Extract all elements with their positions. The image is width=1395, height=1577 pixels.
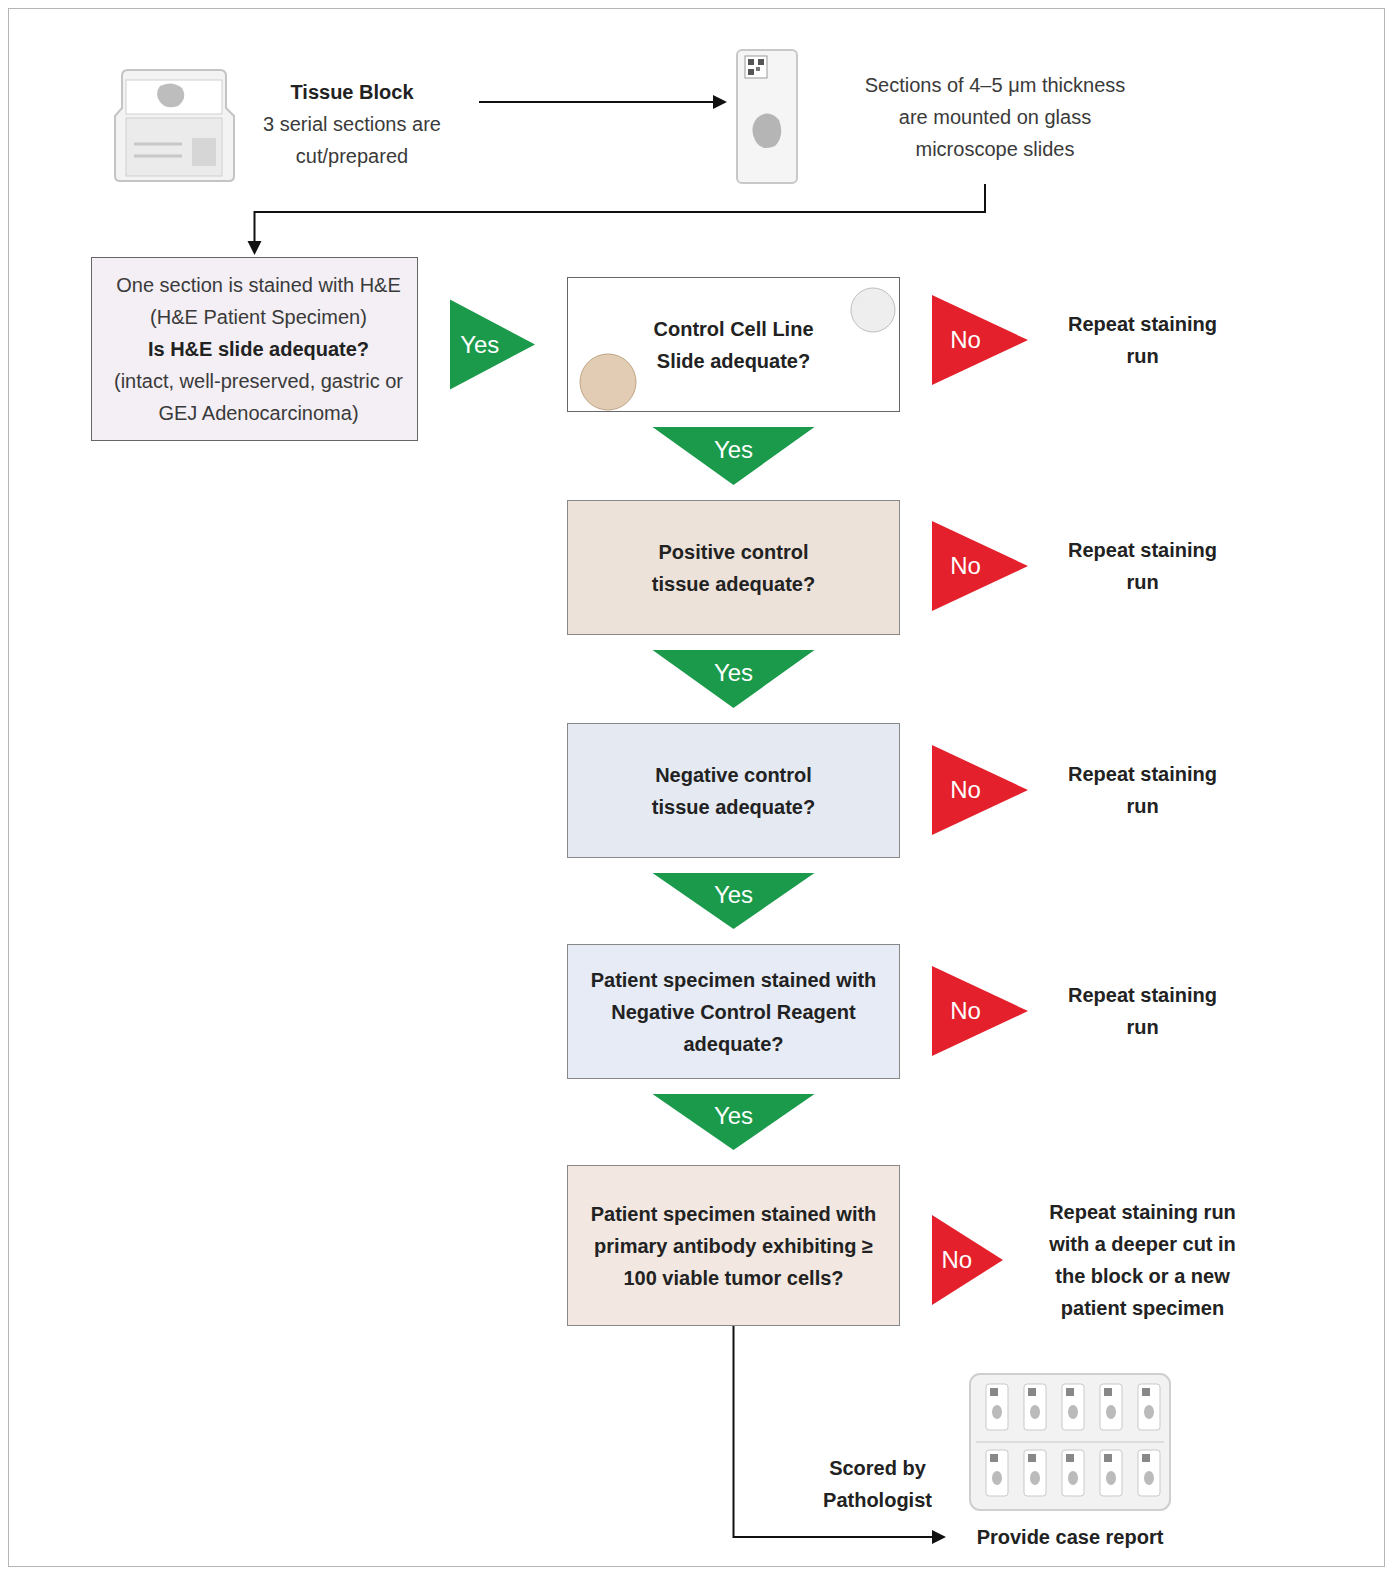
decision-box: Negative control tissue adequate? (567, 723, 900, 858)
decision-box: Patient specimen stained with Negative C… (567, 944, 900, 1079)
node-subtext: Is H&E slide adequate? (148, 333, 369, 365)
connector (653, 1094, 815, 1150)
connector (450, 300, 535, 390)
branch-label: Yes (460, 331, 499, 359)
step-label: Repeat staining run (1060, 971, 1225, 1051)
node-text: Control Cell Line Slide adequate? (634, 313, 834, 377)
branch-label: Yes (714, 881, 753, 909)
node-text: Repeat staining run (1060, 758, 1225, 822)
branch-label: No (950, 997, 981, 1025)
step-label: Tissue Block3 serial sections are cut/pr… (112, 62, 457, 186)
node-subtext: 3 serial sections are cut/prepared (247, 108, 457, 172)
connector (734, 1326, 947, 1544)
decision-box: One section is stained with H&E (H&E Pat… (91, 257, 418, 441)
step-label: Repeat staining run with a deeper cut in… (1035, 1188, 1250, 1332)
branch-label: Yes (714, 436, 753, 464)
connector (932, 966, 1028, 1056)
node-text: Patient specimen stained with Negative C… (584, 964, 884, 1060)
node-text: Repeat staining run (1060, 979, 1225, 1043)
branch-label: No (950, 776, 981, 804)
connector (653, 650, 815, 708)
connector (479, 95, 727, 109)
node-text: Negative control tissue adequate? (634, 759, 834, 823)
node-text: Patient specimen stained with primary an… (584, 1198, 884, 1294)
step-label: Repeat staining run (1060, 300, 1225, 380)
branch-label: No (950, 326, 981, 354)
illustration (568, 278, 901, 417)
connector (653, 873, 815, 929)
node-subtext: (intact, well-preserved, gastric or GEJ … (103, 365, 414, 429)
illustration (735, 48, 799, 189)
node-text: Sections of 4–5 μm thickness are mounted… (850, 69, 1140, 165)
node-text: Repeat staining run with a deeper cut in… (1035, 1196, 1250, 1324)
node-text: One section is stained with H&E (H&E Pat… (103, 269, 414, 333)
step-label: Repeat staining run (1060, 750, 1225, 830)
branch-label: Yes (714, 1102, 753, 1130)
node-text: Provide case report (977, 1521, 1164, 1553)
connector (932, 1215, 1003, 1305)
decision-box: Control Cell Line Slide adequate? (567, 277, 900, 412)
illustration (968, 1372, 1172, 1516)
illustration (112, 68, 237, 187)
node-text: Repeat staining run (1060, 308, 1225, 372)
edge-label: Scored by Pathologist (815, 1452, 940, 1516)
connector (653, 427, 815, 485)
step-label: Provide case report (950, 1372, 1190, 1557)
decision-box: Positive control tissue adequate? (567, 500, 900, 635)
connector (932, 745, 1028, 835)
connector (932, 521, 1028, 611)
connector (248, 184, 986, 255)
branch-label: No (942, 1246, 973, 1274)
decision-box: Patient specimen stained with primary an… (567, 1165, 900, 1326)
branch-label: No (950, 552, 981, 580)
node-text: Repeat staining run (1060, 534, 1225, 598)
connector (932, 295, 1028, 385)
node-text: Positive control tissue adequate? (634, 536, 834, 600)
branch-label: Yes (714, 659, 753, 687)
node-text: Tissue Block (290, 76, 413, 108)
step-label: Sections of 4–5 μm thickness are mounted… (735, 48, 1145, 186)
step-label: Repeat staining run (1060, 526, 1225, 606)
